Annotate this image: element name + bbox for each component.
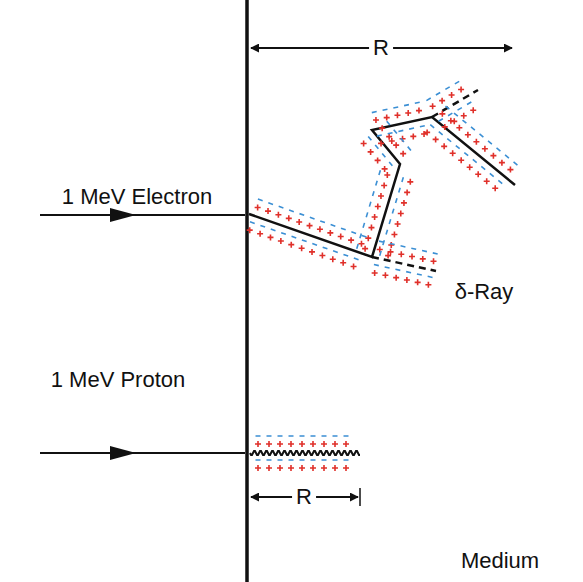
electron-marks — [250, 81, 517, 460]
beam-arrowhead — [110, 446, 136, 460]
proton-track-line — [250, 451, 360, 455]
electron-beam — [40, 214, 245, 216]
range-label: R — [292, 485, 316, 509]
particle-label: 1 MeV Proton — [51, 368, 186, 392]
electron-track — [249, 117, 515, 257]
medium-boundary — [245, 0, 249, 582]
particle-label: 1 MeV Electron — [62, 185, 212, 209]
proton-beam — [40, 452, 245, 454]
proton-track — [250, 451, 360, 455]
delta-ray-label: δ-Ray — [455, 280, 514, 304]
delta-ray-track — [372, 257, 436, 271]
range-tick — [359, 488, 361, 506]
ionization-marks — [247, 81, 518, 471]
range-label: R — [369, 36, 393, 60]
medium-label: Medium — [461, 549, 539, 573]
positive-ion-marks — [247, 86, 514, 471]
beam-arrowhead — [110, 208, 136, 222]
